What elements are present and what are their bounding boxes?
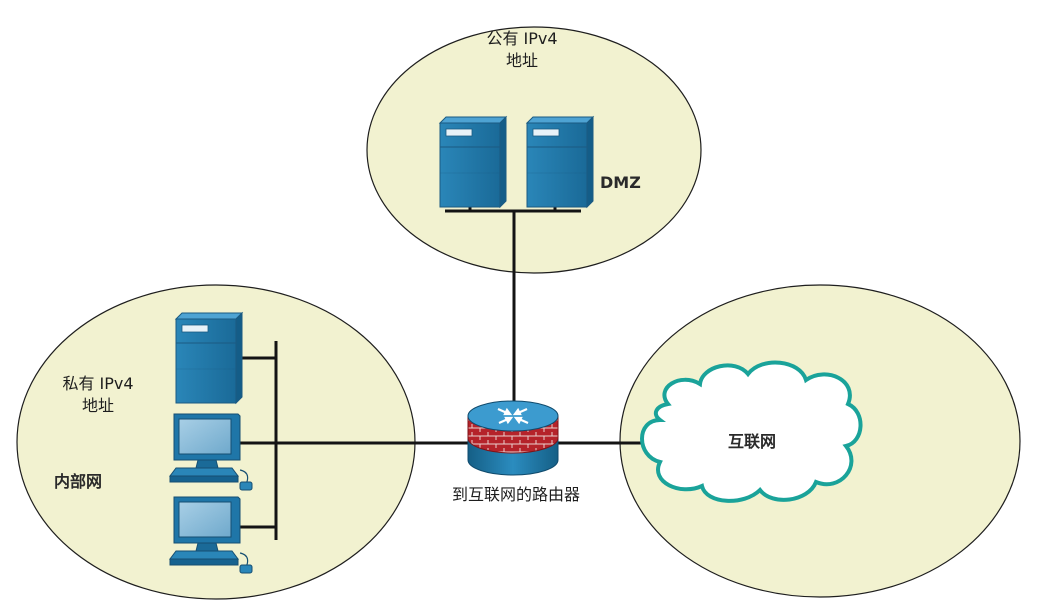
dmz-server-icon-1[interactable] — [439, 116, 507, 208]
internal-address-label-line1: 私有 IPv4 — [62, 374, 133, 393]
dmz-address-label-line2: 地址 — [506, 51, 538, 70]
internal-zone-label: 内部网 — [54, 472, 102, 491]
internal-address-label-line2: 地址 — [82, 396, 114, 415]
router-label: 到互联网的路由器 — [452, 485, 580, 504]
cloud-icon — [640, 360, 863, 503]
dmz-zone-label: DMZ — [600, 173, 641, 192]
dmz-server-icon-2[interactable] — [526, 116, 594, 208]
router-firewall-icon[interactable] — [467, 400, 559, 476]
dmz-address-label-line1: 公有 IPv4 — [486, 29, 557, 48]
internet-cloud-label: 互联网 — [728, 432, 776, 451]
internal-server-icon[interactable] — [175, 312, 243, 404]
